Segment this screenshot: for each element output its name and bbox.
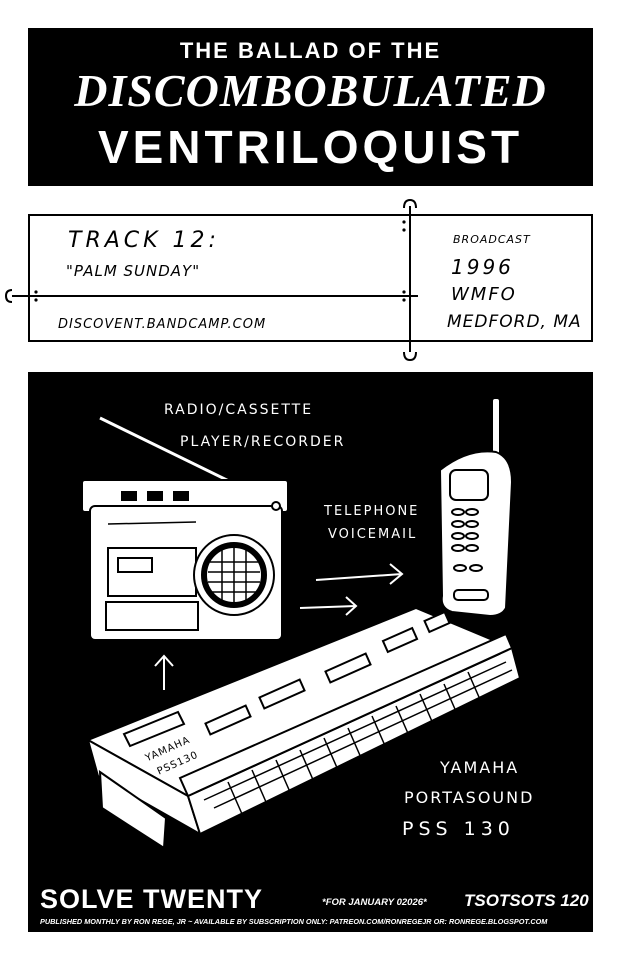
keyboard-label-line-1: YAMAHA <box>440 758 520 777</box>
radio-cassette-icon <box>81 416 289 641</box>
footer-date-note: *FOR JANUARY 02026* <box>322 897 427 908</box>
arrow-icons <box>154 563 404 690</box>
title-line-1: THE BALLAD OF THE <box>179 38 442 63</box>
equipment-drawing <box>81 397 522 850</box>
phone-label-line-1: TELEPHONE <box>324 504 420 519</box>
phone-label-line-2: VOICEMAIL <box>328 527 418 542</box>
title-line-2: DISCOMBOBULATED <box>74 65 547 116</box>
radio-label-line-1: RADIO/CASSETTE <box>164 402 314 418</box>
broadcast-year: 1996 <box>451 255 514 279</box>
keyboard-label-line-3: PSS 130 <box>402 818 515 840</box>
title-line-3: VENTRILOQUIST <box>97 121 524 173</box>
keyboard-label-line-2: PORTASOUND <box>404 788 535 807</box>
broadcast-label: BROADCAST <box>453 233 531 246</box>
bandcamp-url: DISCOVENT.BANDCAMP.COM <box>58 317 267 332</box>
telephone-icon <box>438 397 514 618</box>
ribbon-lines <box>4 198 418 362</box>
track-info-box <box>28 214 593 342</box>
radio-label-line-2: PLAYER/RECORDER <box>180 434 346 450</box>
broadcast-location: MEDFORD, MA <box>447 312 582 332</box>
illustration-panel: RADIO/CASSETTE PLAYER/RECORDER TELEPHONE… <box>28 372 593 932</box>
footer-publisher-line: PUBLISHED MONTHLY BY RON REGE, JR ~ AVAI… <box>40 917 548 926</box>
title-banner: THE BALLAD OF THE DISCOMBOBULATED VENTRI… <box>28 28 593 186</box>
song-title: "PALM SUNDAY" <box>66 262 201 280</box>
footer-issue-code: TSOTSOTS 120 <box>464 891 589 910</box>
broadcast-station: WMFO <box>451 284 517 305</box>
keyboard-icon <box>85 606 522 850</box>
footer-title: SOLVE TWENTY <box>40 884 264 914</box>
track-number: TRACK 12: <box>68 228 220 253</box>
